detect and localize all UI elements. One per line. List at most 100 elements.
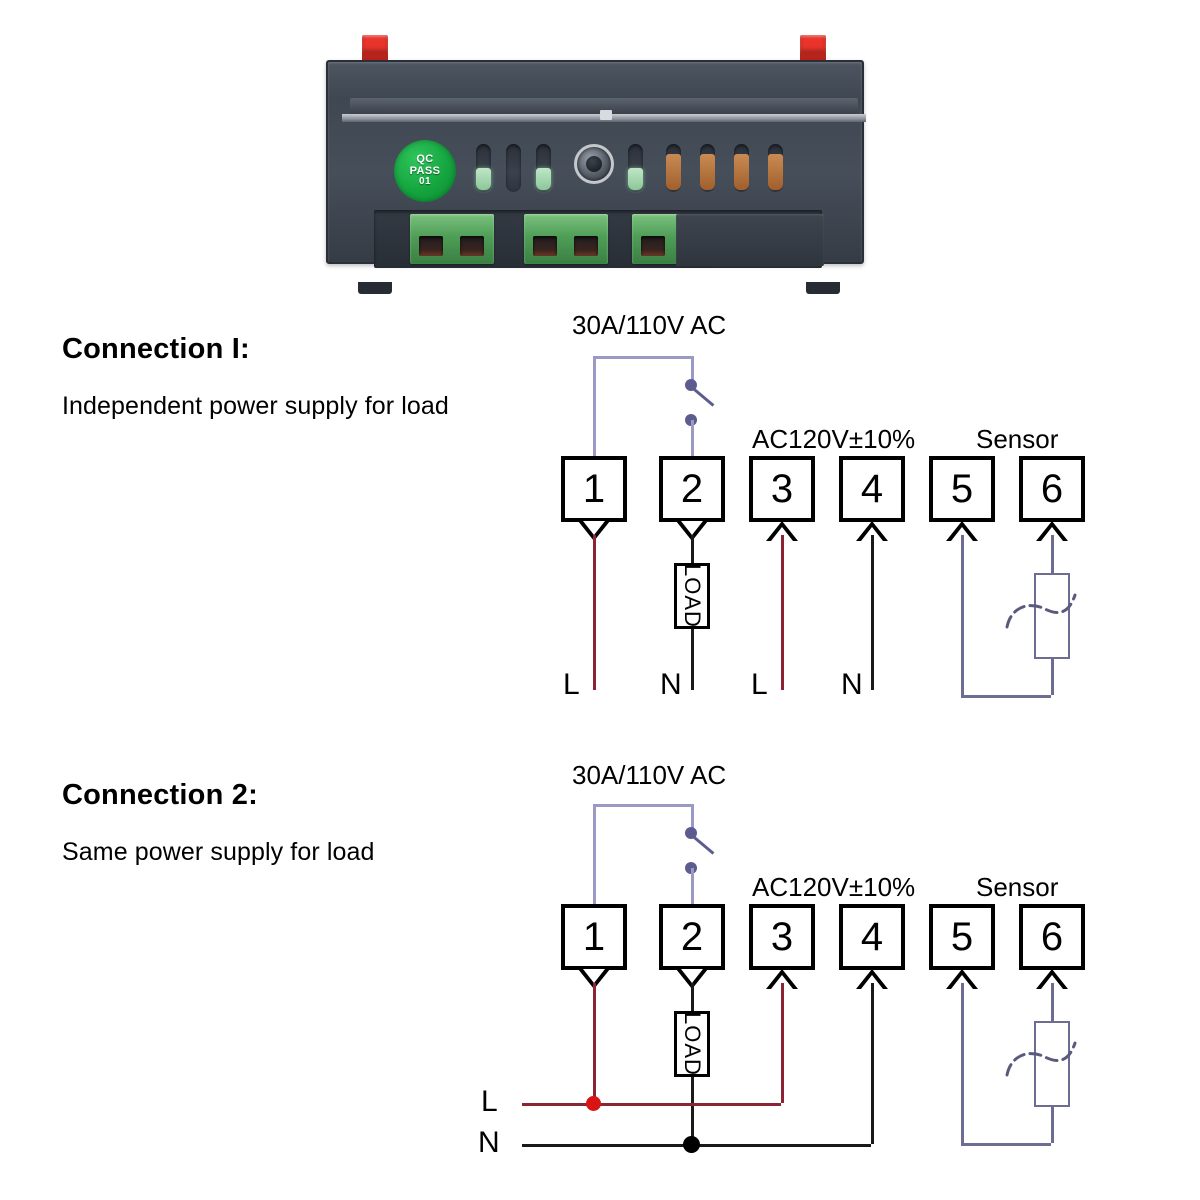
- device-foot-left: [358, 282, 392, 294]
- load-box-c2: LOAD: [674, 1011, 710, 1077]
- terminal-5-box-c1: 5: [929, 456, 995, 522]
- load-power-rating-label-2: 30A/110V AC: [572, 760, 727, 790]
- connection-2-subheading: Same power supply for load: [62, 838, 375, 866]
- load-power-rating-label-1: 30A/110V AC: [572, 310, 727, 340]
- qc-seal-line1: QC: [416, 153, 434, 166]
- switch-blade-2: [691, 834, 715, 855]
- connection-2-heading: Connection 2:: [62, 779, 258, 811]
- live-junction-dot-c2: [586, 1096, 601, 1111]
- terminal-3-arrow-inner-c1: [771, 527, 793, 541]
- qc-seal-line2: PASS: [409, 164, 441, 177]
- switch-top-bar-1: [593, 356, 691, 359]
- terminal-block-2: [524, 214, 608, 264]
- device-body: QC PASS 01: [326, 60, 866, 294]
- switch-contact-upper-2: [685, 827, 697, 839]
- wire-label-N1-c1: N: [660, 668, 682, 701]
- device-top-rail: [350, 98, 858, 114]
- switch-top-bar-2: [593, 804, 691, 807]
- sensor-squiggle-c2: [1005, 1041, 1077, 1077]
- terminal-1-arrow-inner-c2: [583, 969, 605, 983]
- switch-contact-upper-1: [685, 379, 697, 391]
- switch-right-leg-1: [691, 356, 694, 384]
- indicator-led-2: [536, 168, 551, 190]
- sensor-label-2: Sensor: [976, 872, 1059, 902]
- terminal-2-box-c2: 2: [659, 904, 725, 970]
- terminal-4-box-c1: 4: [839, 456, 905, 522]
- terminal-2-wire-lower-c1: [691, 629, 694, 690]
- wire-label-L2-c1: L: [751, 668, 768, 701]
- sensor-squiggle-c1: [1005, 593, 1077, 629]
- indicator-led-1: [476, 168, 491, 190]
- terminal-block-1: [410, 214, 494, 264]
- terminal-3-arrow-inner-c2: [771, 975, 793, 989]
- qc-pass-seal: QC PASS 01: [394, 140, 456, 202]
- terminal-4-wire-c2: [871, 983, 874, 1144]
- terminal-1-box-c2: 1: [561, 904, 627, 970]
- terminal-2-wire-upper-c1: [691, 535, 694, 563]
- terminal-3-wire-c1: [781, 535, 784, 690]
- terminal-1-wire-c2: [593, 983, 596, 1103]
- indicator-led-6: [734, 154, 749, 190]
- neutral-junction-dot-c2: [683, 1136, 700, 1153]
- sensor-left-wire-c2: [961, 983, 964, 1143]
- terminal-4-arrow-inner-c2: [861, 975, 883, 989]
- switch-left-leg-2: [593, 804, 596, 904]
- connection-1-heading: Connection I:: [62, 333, 250, 365]
- terminal-2-wire-lower-c2: [691, 1077, 694, 1144]
- terminal-3-wire-c2: [781, 983, 784, 1103]
- load-box-c1: LOAD: [674, 563, 710, 629]
- terminal-6-arrow-inner-c2: [1041, 975, 1063, 989]
- terminal-2-arrow-inner-c1: [681, 521, 703, 535]
- terminal-4-box-c2: 4: [839, 904, 905, 970]
- sensor-left-wire-c1: [961, 535, 964, 695]
- bus-label-N-c2: N: [478, 1126, 500, 1159]
- bus-label-L-c2: L: [481, 1085, 498, 1118]
- terminal-6-box-c2: 6: [1019, 904, 1085, 970]
- terminal-6-arrow-inner-c1: [1041, 527, 1063, 541]
- terminal-screw: [574, 236, 598, 256]
- terminal-1-arrow-inner-c1: [583, 521, 605, 535]
- terminal-screw: [460, 236, 484, 256]
- connection-1-subheading: Independent power supply for load: [62, 392, 449, 420]
- sensor-probe-c1: [1034, 573, 1070, 659]
- indicator-led-3: [628, 168, 643, 190]
- sensor-label-1: Sensor: [976, 424, 1059, 454]
- terminal-5-arrow-inner-c1: [951, 527, 973, 541]
- qc-seal-line3: 01: [419, 176, 431, 188]
- switch-lower-leg-1: [691, 420, 694, 456]
- terminal-screw: [419, 236, 443, 256]
- terminal-2-arrow-inner-c2: [681, 969, 703, 983]
- din-clip-right: [800, 35, 826, 53]
- sensor-bottom-wire-c2: [961, 1143, 1051, 1146]
- indicator-led-7: [768, 154, 783, 190]
- terminal-4-arrow-inner-c1: [861, 527, 883, 541]
- indicator-led-4: [666, 154, 681, 190]
- wire-label-L1-c1: L: [563, 668, 580, 701]
- terminal-5-box-c2: 5: [929, 904, 995, 970]
- terminal-4-wire-c1: [871, 535, 874, 690]
- live-bus-c2: [522, 1103, 781, 1106]
- sensor-probe-c2: [1034, 1021, 1070, 1107]
- device-label-window: [676, 214, 824, 266]
- terminal-screw: [641, 236, 665, 256]
- terminal-1-wire-c1: [593, 535, 596, 690]
- terminal-6-box-c1: 6: [1019, 456, 1085, 522]
- adjustment-knob: [574, 144, 614, 184]
- device-photo: QC PASS 01: [318, 30, 868, 294]
- switch-right-leg-2: [691, 804, 694, 832]
- terminal-1-box-c1: 1: [561, 456, 627, 522]
- wire-label-N2-c1: N: [841, 668, 863, 701]
- vent-slot-2: [506, 144, 521, 192]
- terminal-2-box-c1: 2: [659, 456, 725, 522]
- indicator-led-5: [700, 154, 715, 190]
- terminal-3-box-c2: 3: [749, 904, 815, 970]
- switch-left-leg-1: [593, 356, 596, 456]
- load-label-c2: LOAD: [680, 1012, 706, 1076]
- terminal-screw: [533, 236, 557, 256]
- device-foot-right: [806, 282, 840, 294]
- din-clip-left: [362, 35, 388, 53]
- sensor-bottom-wire-c1: [961, 695, 1051, 698]
- terminal-2-wire-upper-c2: [691, 983, 694, 1011]
